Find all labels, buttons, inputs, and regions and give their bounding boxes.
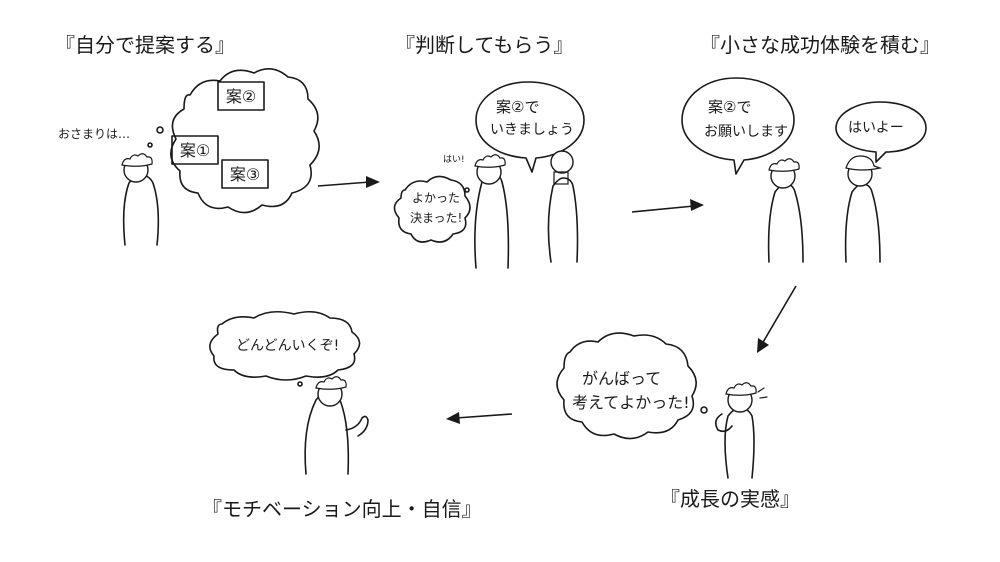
fist-icon: [714, 413, 733, 433]
boss-speech-line2: いきましょう: [490, 122, 574, 138]
person-hair: [315, 376, 347, 390]
coworker-figure: [844, 155, 883, 263]
step-motivation-title: 『モチベーション向上・自信』: [202, 497, 482, 521]
person-body: [474, 173, 510, 269]
boss-speech-line1: 案②で: [496, 98, 539, 116]
answer-speech-bubble: [835, 101, 927, 163]
cap-icon: [845, 155, 883, 171]
step-motivation: どんどんいくぞ! 『モチベーション向上・自信』: [202, 310, 482, 521]
option-box: [171, 135, 219, 165]
growth-thought-line2: 考えてよかった!: [572, 393, 690, 412]
step-success-title: 『小さな成功体験を積む』: [700, 33, 940, 57]
option-label: 案①: [180, 141, 210, 160]
motivation-thought-cloud: [209, 310, 361, 381]
thought-dot: [156, 126, 164, 134]
person-hair: [474, 154, 506, 168]
growth-thought-line1: がんばって: [582, 369, 661, 388]
request-speech-line2: お願いします: [704, 124, 788, 140]
person-body: [767, 183, 804, 263]
employee-figure: [474, 154, 510, 269]
sparkle-icon: [757, 387, 768, 399]
boss-figure: [547, 150, 579, 263]
motivation-thought: どんどんいくぞ!: [236, 338, 339, 354]
reply-text: はい!: [443, 154, 465, 165]
step-growth-title: 『成長の実感』: [660, 487, 800, 511]
relief-thought-line1: よかった: [412, 191, 460, 205]
thought-dot: [464, 187, 470, 193]
option-label: 案②: [226, 87, 256, 106]
request-speech-line1: 案②で: [708, 98, 751, 116]
boss-collar: [553, 171, 569, 185]
step-judge-title: 『判断してもらう』: [395, 33, 573, 57]
thought-dot: [700, 406, 708, 414]
step-success: 『小さな成功体験を積む』 案②で お願いします はいよー: [681, 33, 940, 263]
relief-thought-cloud: [393, 175, 471, 243]
relief-thought-line2: 決まった!: [410, 211, 462, 225]
growth-thought-cloud: [556, 332, 697, 440]
thought-dot: [147, 142, 153, 148]
motivation-figure: [304, 376, 369, 475]
step-growth: がんばって 考えてよかった! 『成長の実感』: [556, 332, 800, 511]
person-body: [724, 407, 755, 479]
option-box: [217, 81, 265, 111]
thought-dot: [297, 381, 303, 387]
flow-arrow-2: [631, 199, 704, 213]
boss-speech-bubble: [475, 81, 585, 173]
option-box: [221, 159, 269, 189]
answer-speech: はいよー: [848, 120, 904, 136]
flow-arrow-3: [757, 285, 797, 353]
employee-figure: [767, 158, 804, 263]
thumbs-up-icon: [345, 415, 369, 437]
step-propose-title: 『自分で提案する』: [55, 33, 235, 57]
step-propose: 『自分で提案する』 案② 案① 案③ おさまりは…: [55, 33, 320, 246]
person-hair: [121, 153, 153, 167]
person-body: [547, 177, 579, 263]
person-head: [550, 150, 574, 174]
flow-arrow-1: [317, 176, 380, 188]
growth-figure: [714, 382, 768, 479]
step-judge: 『判断してもらう』 案②で いきましょう よかった 決まった! はい!: [393, 33, 585, 269]
proposer-figure: [121, 153, 160, 246]
request-speech-bubble: [681, 77, 795, 175]
option-label: 案③: [230, 165, 260, 184]
person-body: [844, 183, 881, 263]
person-body: [122, 174, 160, 246]
propose-muttering: おさまりは…: [58, 127, 130, 141]
person-hair: [768, 158, 800, 172]
flow-arrow-4: [446, 412, 513, 424]
person-hair: [725, 382, 757, 396]
